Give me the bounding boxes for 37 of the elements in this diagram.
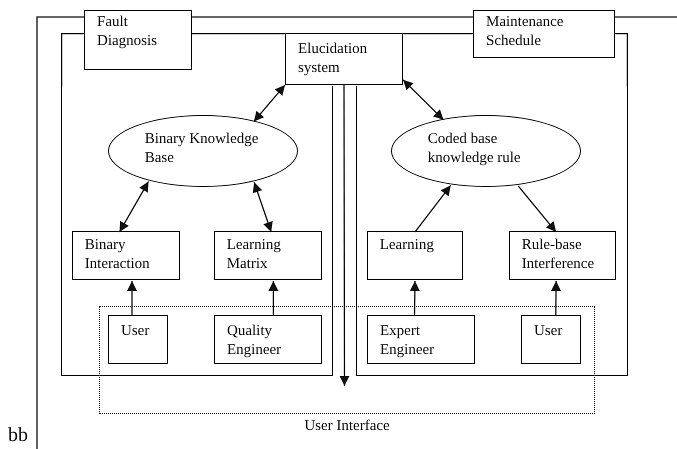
arrow: [339, 85, 350, 386]
node-label: Maintenance Schedule: [486, 13, 564, 51]
process-box: [521, 315, 581, 364]
process-box: [285, 33, 403, 85]
arrow: [127, 281, 137, 315]
arrow: [268, 281, 278, 315]
node-label: Learning Matrix: [226, 236, 282, 274]
node-label: Binary Knowledge Base: [144, 130, 260, 168]
arrow: [402, 79, 444, 120]
node-label: Learning: [380, 236, 435, 255]
process-box: [84, 10, 192, 70]
process-box: [108, 315, 168, 364]
process-box: [473, 10, 615, 58]
node-label: Coded base knowledge rule: [428, 130, 522, 168]
process-box: [366, 230, 463, 280]
arrow: [518, 185, 557, 232]
arrow: [253, 84, 286, 122]
node-label: Fault Diagnosis: [97, 13, 158, 51]
process-box: [72, 230, 180, 280]
arrow: [414, 185, 452, 232]
arrow: [252, 182, 273, 232]
node-label: Binary Interaction: [84, 236, 151, 274]
process-box: [367, 315, 475, 364]
arrow: [551, 281, 561, 315]
node-label: Expert Engineer: [380, 322, 436, 360]
region-title: User Interface: [304, 417, 390, 436]
node-label: User: [534, 322, 564, 341]
process-box: [214, 230, 322, 280]
note-text: bb: [8, 424, 28, 447]
arrow: [410, 281, 420, 315]
node-label: Rule-base Interference: [522, 236, 596, 274]
node-label: User: [121, 322, 150, 341]
process-box: [508, 230, 616, 280]
node-label: Elucidation system: [298, 40, 368, 78]
arrow: [118, 181, 150, 232]
node-label: Quality Engineer: [227, 322, 282, 360]
process-box: [214, 315, 322, 364]
